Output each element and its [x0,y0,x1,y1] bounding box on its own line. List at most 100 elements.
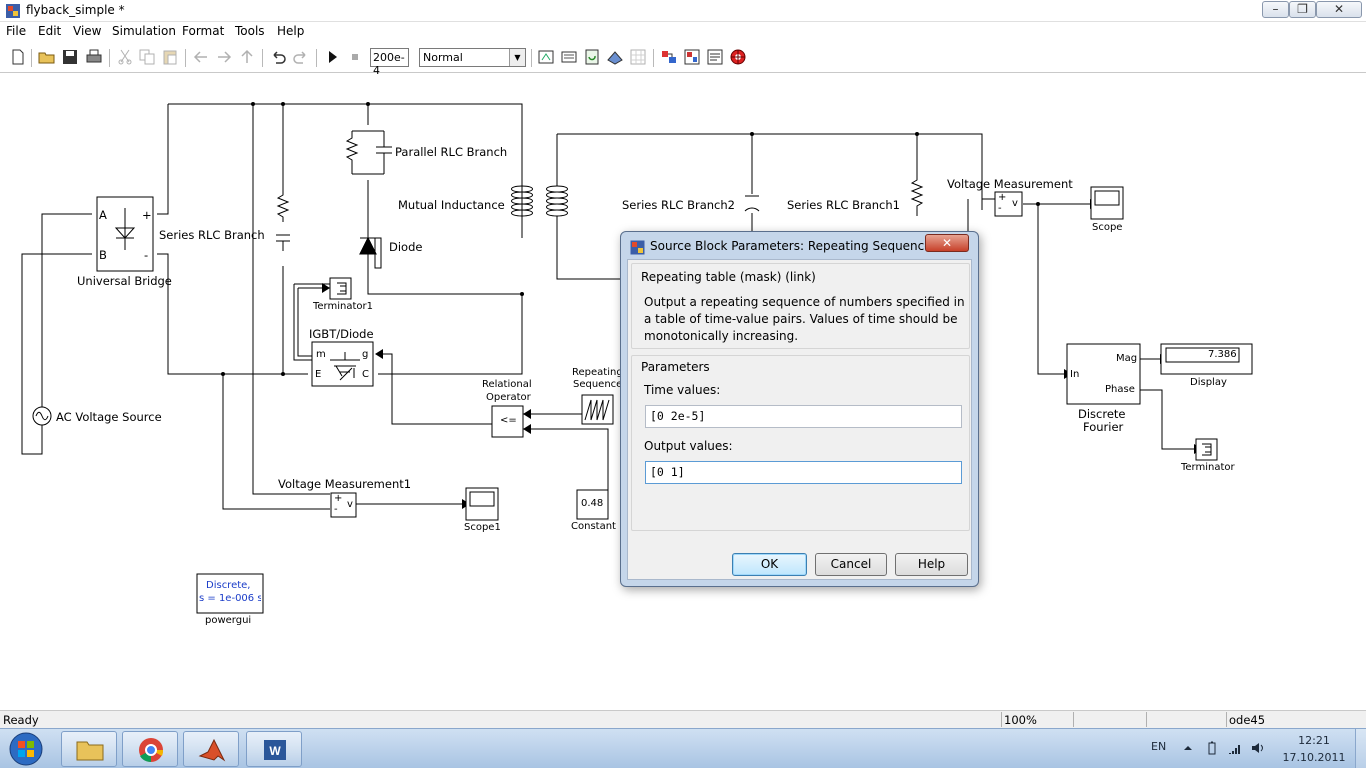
universal-bridge-block[interactable] [96,196,154,272]
mutual-inductance-label: Mutual Inductance [398,198,505,212]
wire [1140,389,1194,450]
discrete-fourier-label-2: Fourier [1083,420,1124,434]
windows-start-icon[interactable] [4,731,48,767]
series-rlc-branch2-label: Series RLC Branch2 [622,198,735,212]
menu-edit[interactable]: Edit [38,24,62,38]
show-hidden-icons-icon[interactable] [1181,741,1195,755]
back-icon[interactable] [192,48,210,66]
stop-time-input[interactable]: 200e-4 [370,48,409,77]
voltage-measurement-label: Voltage Measurement [947,177,1073,191]
status-divider [1226,712,1227,727]
series-rlc-branch-block[interactable] [276,190,290,251]
taskbar-word[interactable]: W [246,731,302,767]
taskbar-chrome[interactable] [122,731,178,767]
display-block[interactable] [1160,343,1253,375]
dialog-close-button[interactable]: ✕ [925,234,969,252]
terminator1-label: Terminator1 [313,301,373,312]
battery-icon[interactable] [1205,741,1219,755]
print-icon[interactable] [85,48,103,66]
clock-date[interactable]: 17.10.2011 [1282,751,1346,764]
taskbar-explorer[interactable] [61,731,117,767]
repeating-sequence-block[interactable] [581,394,614,425]
simulation-mode-select[interactable]: Normal ▼ [419,48,526,67]
menu-help[interactable]: Help [277,24,305,38]
dialog-title: Source Block Parameters: Repeating Seque… [650,239,932,253]
refresh-icon[interactable] [583,48,601,66]
powergui-block[interactable] [196,573,264,614]
wire [556,134,620,280]
wire [21,213,92,455]
relational-operator-block[interactable] [491,405,524,438]
relational-operator-label-2: Operator [486,392,531,403]
voltage-measurement1-block[interactable] [330,492,357,518]
forward-icon[interactable] [215,48,233,66]
constant-block[interactable] [576,489,609,520]
simulink-block-icon [630,240,645,255]
model-advisor-icon[interactable] [683,48,701,66]
parallel-rlc-branch-block[interactable] [345,130,392,175]
up-icon[interactable] [238,48,256,66]
minimize-button[interactable]: – [1262,1,1289,18]
block-description: Output a repeating sequence of numbers s… [644,295,965,343]
cancel-button[interactable]: Cancel [815,553,887,576]
discrete-fourier-block[interactable] [1066,343,1141,405]
ac-voltage-source-block[interactable] [32,395,52,430]
menu-simulation[interactable]: Simulation [112,24,176,38]
wire [252,104,330,495]
save-icon[interactable] [61,48,79,66]
series-rlc-branch-label: Series RLC Branch [159,228,265,242]
menu-view[interactable]: View [73,24,102,38]
mutual-inductance-block[interactable] [511,174,568,238]
model-explorer-icon[interactable] [606,48,624,66]
toolbar: 200e-4 Normal ▼ [0,43,1366,77]
copy-icon[interactable] [138,48,156,66]
voltage-measurement-block[interactable] [994,191,1023,217]
input-language[interactable]: EN [1151,740,1167,753]
open-folder-icon[interactable] [38,48,56,66]
paste-icon[interactable] [161,48,179,66]
parameters-group: Parameters Time values: [0 2e-5] Output … [631,355,970,531]
record-icon[interactable] [729,48,747,66]
discrete-fourier-label-1: Discrete [1078,407,1126,421]
series-rlc-branch1-block[interactable] [910,164,924,216]
igbt-diode-block[interactable] [311,341,374,387]
help-button[interactable]: Help [895,553,968,576]
series-rlc-branch1-label: Series RLC Branch1 [787,198,900,212]
chevron-down-icon[interactable]: ▼ [509,49,525,66]
terminator1-block[interactable] [329,277,352,300]
taskbar-matlab[interactable] [183,731,239,767]
library-browser-icon[interactable] [660,48,678,66]
redo-icon[interactable] [292,48,310,66]
start-simulation-icon[interactable] [323,48,341,66]
series-rlc-branch2-block[interactable] [744,164,760,233]
undo-icon[interactable] [269,48,287,66]
ok-button[interactable]: OK [732,553,807,576]
maximize-button[interactable]: ❐ [1289,1,1316,18]
build-model-icon[interactable] [537,48,555,66]
close-window-button[interactable]: ✕ [1316,1,1362,18]
debugger-icon[interactable] [706,48,724,66]
scope1-block[interactable] [465,487,499,521]
clock-time[interactable]: 12:21 [1298,734,1330,747]
menu-file[interactable]: File [6,24,27,38]
powergui-line-2: s = 1e-006 s [199,593,261,604]
terminator-block[interactable] [1195,438,1218,461]
show-desktop-button[interactable] [1355,729,1366,768]
menu-tools[interactable]: Tools [235,24,265,38]
time-values-input[interactable]: [0 2e-5] [645,405,962,428]
cut-icon[interactable] [116,48,134,66]
repeating-sequence-label-1: Repeating [572,367,623,378]
grid-icon[interactable] [629,48,647,66]
update-diagram-icon[interactable] [560,48,578,66]
diode-block[interactable] [359,225,382,269]
volume-icon[interactable] [1251,741,1265,755]
vm1-port-minus: - [334,504,338,515]
new-model-icon[interactable] [9,48,27,66]
stop-simulation-icon[interactable] [346,48,364,66]
mask-type-heading: Repeating table (mask) (link) [641,270,816,284]
output-values-input[interactable]: [0 1] [645,461,962,484]
menu-format[interactable]: Format [182,24,225,38]
title-bar: flyback_simple * – ❐ ✕ [0,0,1366,22]
network-signal-icon[interactable] [1228,741,1242,755]
scope-block[interactable] [1090,186,1124,220]
